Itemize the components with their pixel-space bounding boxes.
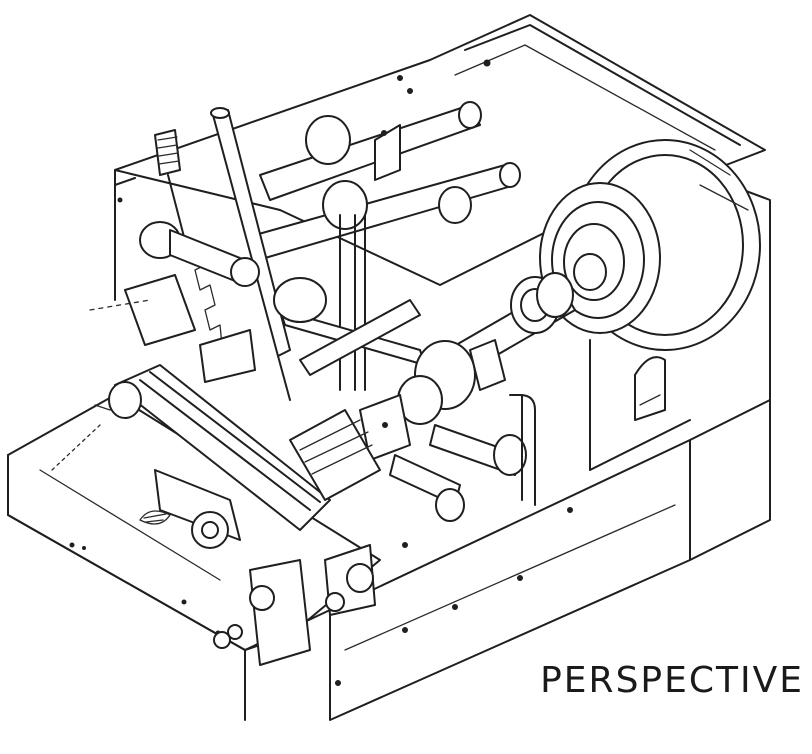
presser-foot (108, 364, 381, 531)
front-support (213, 544, 376, 666)
main-housing (329, 169, 771, 721)
left-arm (124, 221, 260, 383)
caption-perspective: PERSPECTIVE (540, 660, 804, 701)
construction-lines (51, 299, 151, 471)
lower-bracket (139, 469, 241, 549)
sight-window (634, 356, 666, 421)
cross-linkage (273, 277, 426, 376)
upper-linkage (254, 101, 521, 391)
crank-assembly (359, 339, 536, 522)
